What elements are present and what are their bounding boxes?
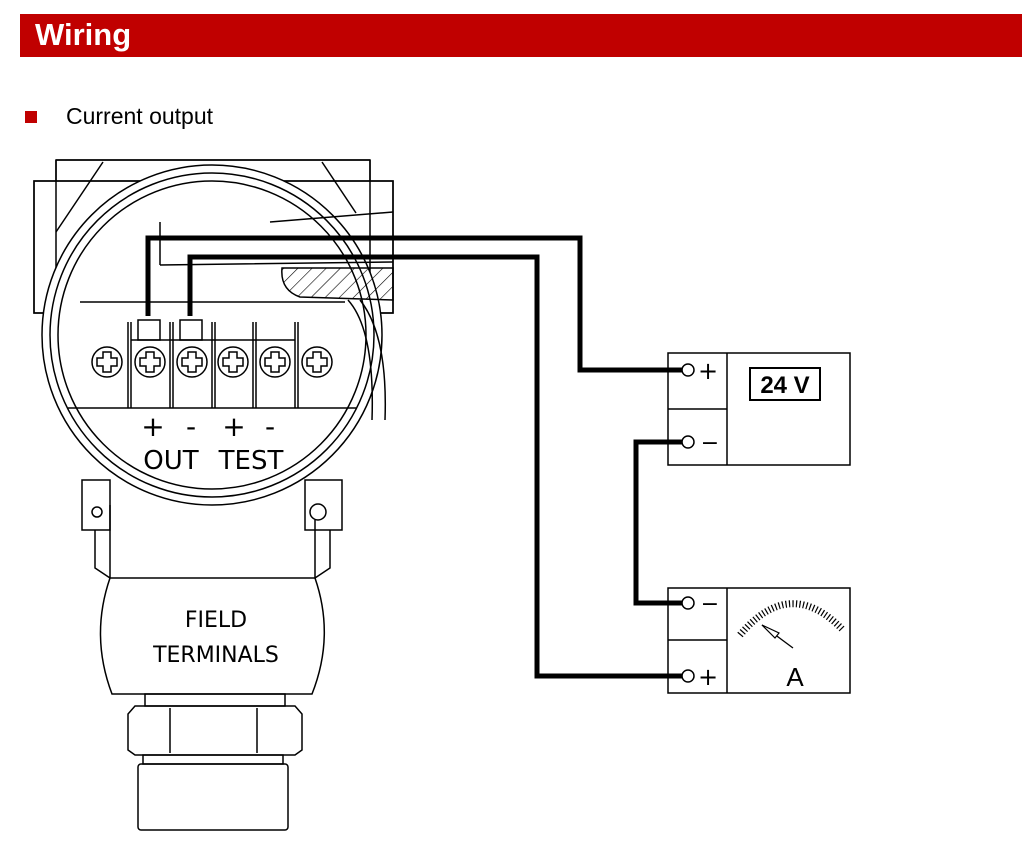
screw-icon	[217, 346, 249, 378]
out-label: OUT	[143, 446, 198, 476]
field-label: FIELD	[185, 608, 247, 633]
terminal-icon	[681, 363, 695, 377]
test-label: TEST	[218, 446, 284, 476]
out-plus-label: +	[141, 410, 164, 443]
ammeter-label: A	[786, 662, 804, 692]
meter-scale-icon	[737, 600, 846, 649]
transmitter: + - + - OUT TEST FIELD TERMINALS	[33, 159, 394, 831]
wires	[145, 235, 682, 679]
out-minus-label: -	[186, 410, 196, 443]
screw-icon	[134, 346, 166, 378]
screw-icon	[91, 346, 123, 378]
screw-icon	[259, 346, 291, 378]
supply-minus: −	[701, 431, 719, 456]
screw-icon	[301, 346, 333, 378]
section-header: Wiring	[20, 14, 1022, 57]
voltage-label: 24 V	[760, 372, 809, 399]
transmitter-body: FIELD TERMINALS	[81, 479, 343, 831]
supply-plus: +	[698, 357, 718, 385]
power-supply: + − 24 V	[667, 352, 851, 466]
terminal-cover	[41, 164, 394, 506]
test-plus-label: +	[222, 410, 245, 443]
terminal-icon	[681, 669, 695, 683]
ammeter-minus: −	[701, 592, 719, 617]
terminals-label: TERMINALS	[152, 643, 279, 668]
wire-positive	[145, 235, 682, 373]
screw-icon	[176, 346, 208, 378]
wire-supply-to-ammeter	[633, 439, 682, 606]
subtitle: Current output	[66, 103, 214, 129]
section-title: Wiring	[35, 17, 132, 52]
terminal-icon	[681, 596, 695, 610]
terminal-block	[91, 319, 333, 408]
bullet-square-icon	[25, 111, 37, 123]
terminal-icon	[681, 435, 695, 449]
ammeter: − + A	[667, 587, 851, 694]
test-minus-label: -	[265, 410, 275, 443]
ammeter-plus: +	[698, 663, 718, 691]
wire-negative	[187, 254, 682, 679]
